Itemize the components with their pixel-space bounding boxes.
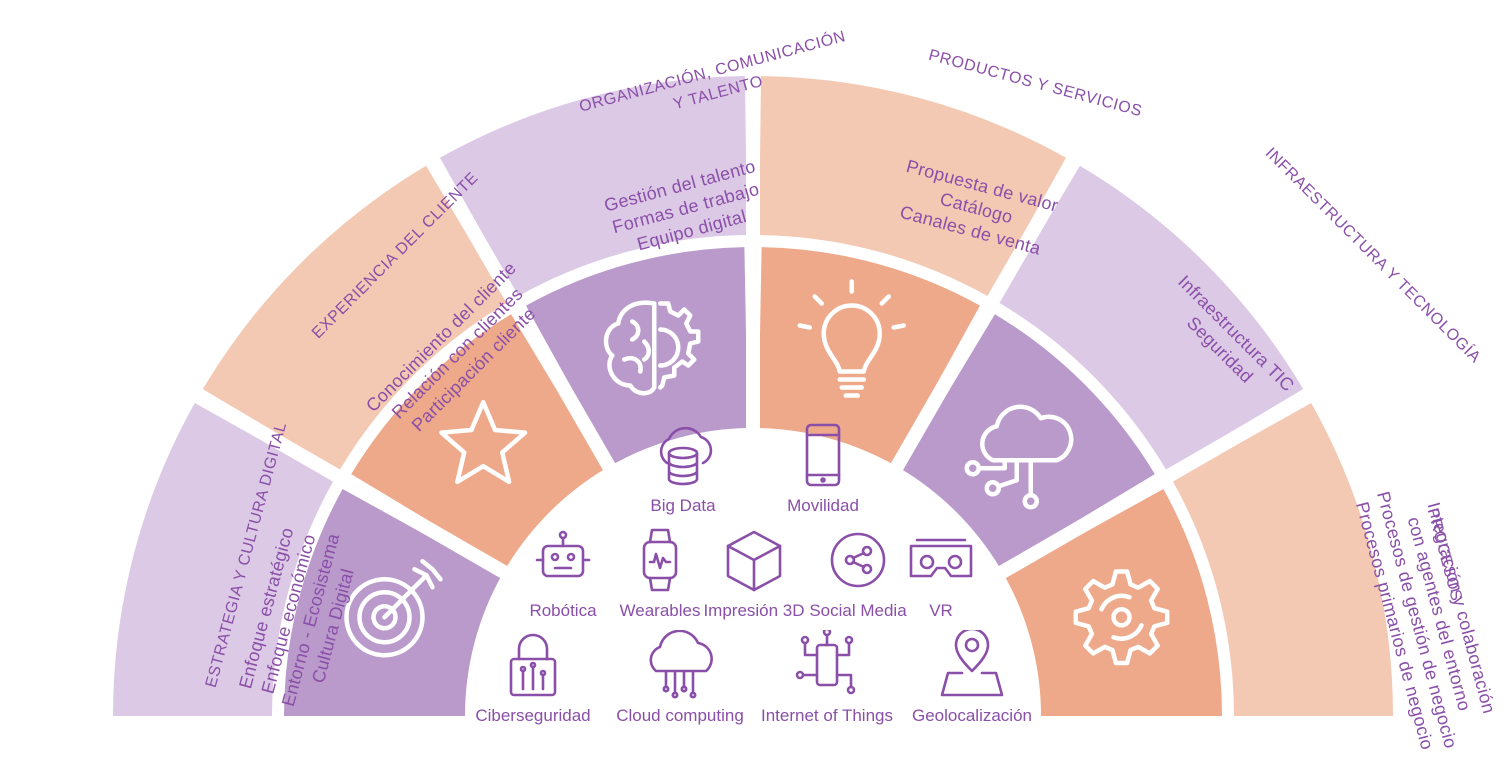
target-icon bbox=[344, 559, 443, 658]
tech-label: Wearables bbox=[619, 601, 701, 620]
tech-label: Internet of Things bbox=[761, 706, 893, 725]
sector-productos-outer bbox=[759, 76, 1067, 297]
tech-label: Movilidad bbox=[787, 496, 859, 515]
cube-icon bbox=[726, 530, 782, 592]
tech-robot: Robótica bbox=[488, 525, 638, 621]
tech-label: Geolocalización bbox=[911, 706, 1032, 725]
cloud-circuit-icon bbox=[649, 630, 713, 699]
tech-label: Robótica bbox=[529, 601, 597, 620]
smartwatch-icon bbox=[642, 528, 678, 592]
star-icon bbox=[439, 399, 528, 485]
iot-phone-icon bbox=[795, 630, 856, 695]
sector-procesos-outer bbox=[1172, 402, 1393, 716]
sector-estrategia-inner bbox=[284, 488, 501, 716]
sector-infraestructura-inner bbox=[901, 314, 1155, 568]
sector-organizacion-outer bbox=[439, 76, 747, 297]
tech-label: Cloud computing bbox=[616, 706, 744, 725]
map-pin-icon bbox=[940, 630, 1004, 697]
tech-map-pin: Geolocalización bbox=[897, 630, 1047, 726]
sector-divider bbox=[424, 154, 618, 474]
sector-organizacion-inner bbox=[525, 247, 748, 464]
tech-padlock-circuit: Ciberseguridad bbox=[458, 630, 608, 726]
cloud-database-icon bbox=[659, 426, 713, 486]
robot-icon bbox=[535, 530, 591, 578]
gear-icon bbox=[1073, 569, 1170, 666]
sector-cliente-inner bbox=[351, 314, 605, 568]
sector-estrategia-outer bbox=[113, 402, 334, 716]
sector-cliente-outer bbox=[202, 165, 508, 471]
brain-gear-icon bbox=[603, 300, 701, 396]
tech-iot-phone: Internet of Things bbox=[752, 630, 902, 726]
baseline-mask bbox=[0, 716, 1506, 759]
tech-smartwatch: Wearables bbox=[585, 525, 735, 621]
tech-smartphone: Movilidad bbox=[748, 420, 898, 516]
share-icon bbox=[830, 532, 886, 588]
smartphone-icon bbox=[805, 423, 841, 487]
lightbulb-icon bbox=[797, 279, 906, 398]
tech-cube: Impresión 3D bbox=[679, 525, 829, 621]
sector-divider bbox=[888, 154, 1082, 474]
tech-label: Ciberseguridad bbox=[475, 706, 591, 725]
tech-vr-headset: VR bbox=[866, 525, 1016, 621]
sector-procesos-inner bbox=[1005, 488, 1222, 716]
tech-label: Big Data bbox=[650, 496, 716, 515]
tech-share: Social Media bbox=[783, 525, 933, 621]
sector-divider bbox=[191, 387, 511, 581]
tech-label: Social Media bbox=[809, 601, 907, 620]
padlock-circuit-icon bbox=[509, 633, 557, 697]
tech-label: VR bbox=[929, 601, 953, 620]
sector-divider bbox=[995, 387, 1315, 581]
tech-label: Impresión 3D bbox=[703, 601, 805, 620]
sector-productos-inner bbox=[758, 247, 981, 464]
tech-cloud-circuit: Cloud computing bbox=[605, 630, 755, 726]
vr-headset-icon bbox=[909, 538, 973, 578]
sector-infraestructura-outer bbox=[998, 165, 1304, 471]
cloud-network-icon bbox=[964, 404, 1074, 510]
tech-cloud-database: Big Data bbox=[608, 420, 758, 516]
